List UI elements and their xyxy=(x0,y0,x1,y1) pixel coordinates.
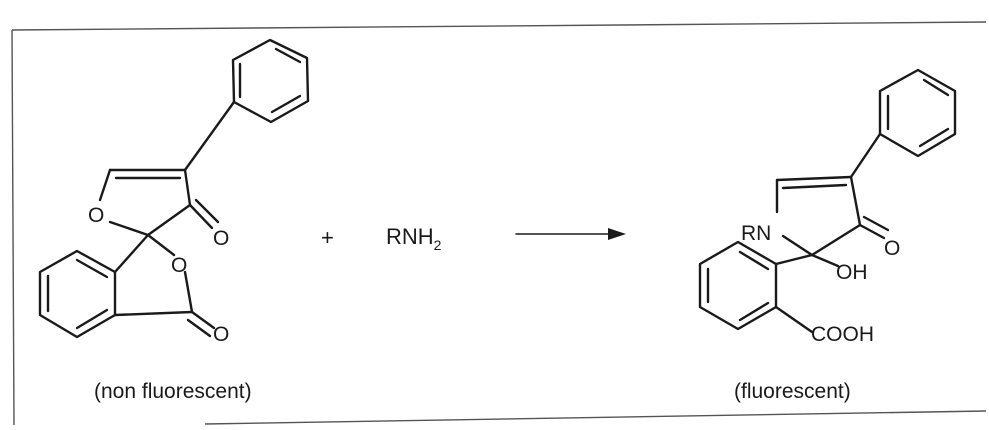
product-phenyl-ring xyxy=(878,68,957,158)
plus-sign: + xyxy=(321,225,334,250)
product-benzene-ring xyxy=(698,240,778,331)
reactant-caption: (non fluorescent) xyxy=(94,380,252,403)
reactant-lactone-ring xyxy=(113,233,216,338)
reactant-carbonyl-oxygen: O xyxy=(213,323,229,346)
reactant-structure: O O O O xyxy=(38,38,310,346)
product-ketone-oxygen: O xyxy=(884,237,900,260)
product-aryl-bond xyxy=(774,253,814,266)
reactant-phenyl-bond xyxy=(183,100,236,172)
reaction-arrow xyxy=(515,228,626,240)
reactant-ketone-oxygen: O xyxy=(213,227,229,250)
reactant-lactone-oxygen: O xyxy=(171,254,187,277)
product-carboxyl: COOH xyxy=(811,323,874,346)
reactant-benzo-ring xyxy=(38,249,117,339)
reactant-phenyl-ring xyxy=(231,38,310,124)
product-phenyl-bond xyxy=(849,132,882,179)
reactant-ring-oxygen: O xyxy=(88,204,104,227)
product-structure: RN O OH COOH xyxy=(698,68,957,346)
product-hydroxyl: OH xyxy=(836,261,868,284)
product-pyrrolone-ring xyxy=(775,175,890,268)
product-caption: (fluorescent) xyxy=(734,380,851,403)
page-frame xyxy=(11,21,987,426)
reactant-furanone-ring xyxy=(98,168,220,237)
product-ring-nitrogen: RN xyxy=(741,222,771,245)
reagent-formula: RNH2 xyxy=(386,224,442,253)
product-carboxyl-bond xyxy=(774,305,814,334)
